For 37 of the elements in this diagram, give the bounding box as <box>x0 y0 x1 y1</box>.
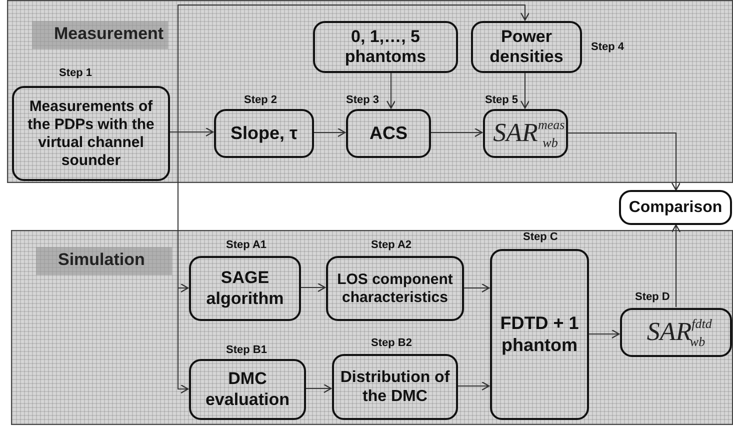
arrow <box>300 282 326 292</box>
process-box: Slope, τ <box>214 109 314 158</box>
arrow <box>671 224 681 308</box>
arrow <box>588 329 620 339</box>
arrow <box>430 128 483 138</box>
arrow <box>304 384 332 394</box>
step-label: Step B1 <box>226 344 267 356</box>
step-label: Step 1 <box>59 67 92 79</box>
step-label: Step 2 <box>244 94 278 106</box>
arrow <box>520 72 530 109</box>
arrow <box>312 128 346 138</box>
step-label: Step 4 <box>591 41 624 53</box>
step-label: Step C <box>523 231 558 243</box>
process-box: Measurements of the PDPs with the virtual channel sounder <box>12 86 170 181</box>
step-label: Step A1 <box>226 239 267 251</box>
process-box: Distribution of the DMC <box>332 354 458 420</box>
process-box: SAGE algorithm <box>189 256 301 321</box>
step-label: Step B2 <box>371 337 412 349</box>
arrow <box>462 283 490 293</box>
arrow <box>456 381 490 391</box>
process-box: Power densities <box>471 21 582 73</box>
step-label: Step A2 <box>371 239 412 251</box>
process-box: ACS <box>346 109 431 158</box>
process-box: Comparison <box>619 190 732 225</box>
section-title: Measurement <box>32 21 168 49</box>
process-box: 0, 1,…, 5 phantoms <box>313 21 458 73</box>
step-label: Step 5 <box>485 94 518 106</box>
process-box: FDTD + 1 phantom <box>490 249 589 420</box>
step-label: Step 3 <box>346 94 380 106</box>
process-box: DMC evaluation <box>189 359 306 420</box>
arrow <box>566 132 681 191</box>
arrow <box>386 72 396 109</box>
section-title: Simulation <box>36 247 172 275</box>
process-box: LOS component characteristics <box>326 256 464 321</box>
section-panel <box>7 0 733 183</box>
section-panel <box>11 230 733 425</box>
step-label: Step D <box>635 291 670 303</box>
